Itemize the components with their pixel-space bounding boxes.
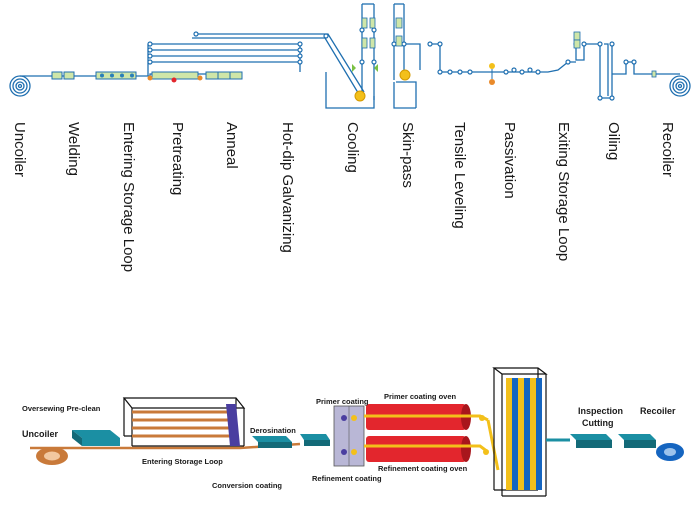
refinement-oven — [366, 436, 471, 462]
bottom-uncoiler — [36, 447, 68, 465]
entering-loop-frame — [122, 397, 246, 447]
label-primer-oven: Primer coating oven — [384, 392, 457, 401]
exit-loop-unit — [573, 31, 657, 78]
label-refinement-oven: Refinement coating oven — [378, 464, 468, 473]
welding-unit — [51, 71, 137, 80]
tension-leveling-unit — [489, 63, 495, 85]
step-label-uncoiler: Uncoiler — [11, 122, 28, 178]
recoiler-coil — [669, 75, 691, 97]
galvanizing-line — [9, 3, 691, 109]
pretreating-unit — [147, 71, 203, 83]
entering-loop-strands — [132, 410, 232, 438]
skinpass-unit — [395, 17, 411, 81]
label-oversewing: Oversewing Pre-clean — [22, 404, 101, 413]
top-rollers — [147, 27, 637, 101]
entering-loop-rollers — [226, 404, 240, 446]
galvanizing-pot — [352, 17, 378, 102]
step-label-entering-storage-loop: Entering Storage Loop — [120, 122, 137, 273]
label-recoiler: Recoiler — [640, 406, 676, 416]
uncoiler-coil — [9, 75, 31, 97]
step-label-anneal: Anneal — [223, 122, 240, 169]
step-label-oiling: Oiling — [605, 122, 622, 161]
coating-line — [30, 367, 684, 497]
label-entering-loop: Entering Storage Loop — [142, 457, 223, 466]
label-primer-coating: Primer coating — [316, 397, 369, 406]
label-uncoiler: Uncoiler — [22, 429, 59, 439]
exit-loop-tower — [492, 367, 548, 497]
label-refinement-coating: Refinement coating — [312, 474, 382, 483]
step-label-pretreating: Pretreating — [169, 122, 186, 196]
label-inspection: Inspection — [578, 406, 624, 416]
label-cutting: Cutting — [582, 418, 614, 428]
coating-cabinet — [333, 405, 365, 467]
step-label-welding: Welding — [65, 122, 82, 176]
step-label-cooling: Cooling — [344, 122, 361, 173]
step-label-tensile-leveling: Tensile Leveling — [451, 122, 468, 229]
step-label-hot-dip-galvanizing: Hot-dip Galvanizing — [279, 122, 296, 253]
step-label-exiting-storage-loop: Exiting Storage Loop — [555, 122, 572, 262]
bottom-recoiler — [656, 443, 684, 461]
label-conversion-coating: Conversion coating — [212, 481, 283, 490]
anneal-unit — [205, 71, 243, 80]
step-label-recoiler: Recoiler — [659, 122, 676, 178]
step-label-skin-pass: Skin-pass — [399, 122, 416, 188]
step-label-passivation: Passivation — [501, 122, 518, 199]
label-derosination: Derosination — [250, 426, 296, 435]
